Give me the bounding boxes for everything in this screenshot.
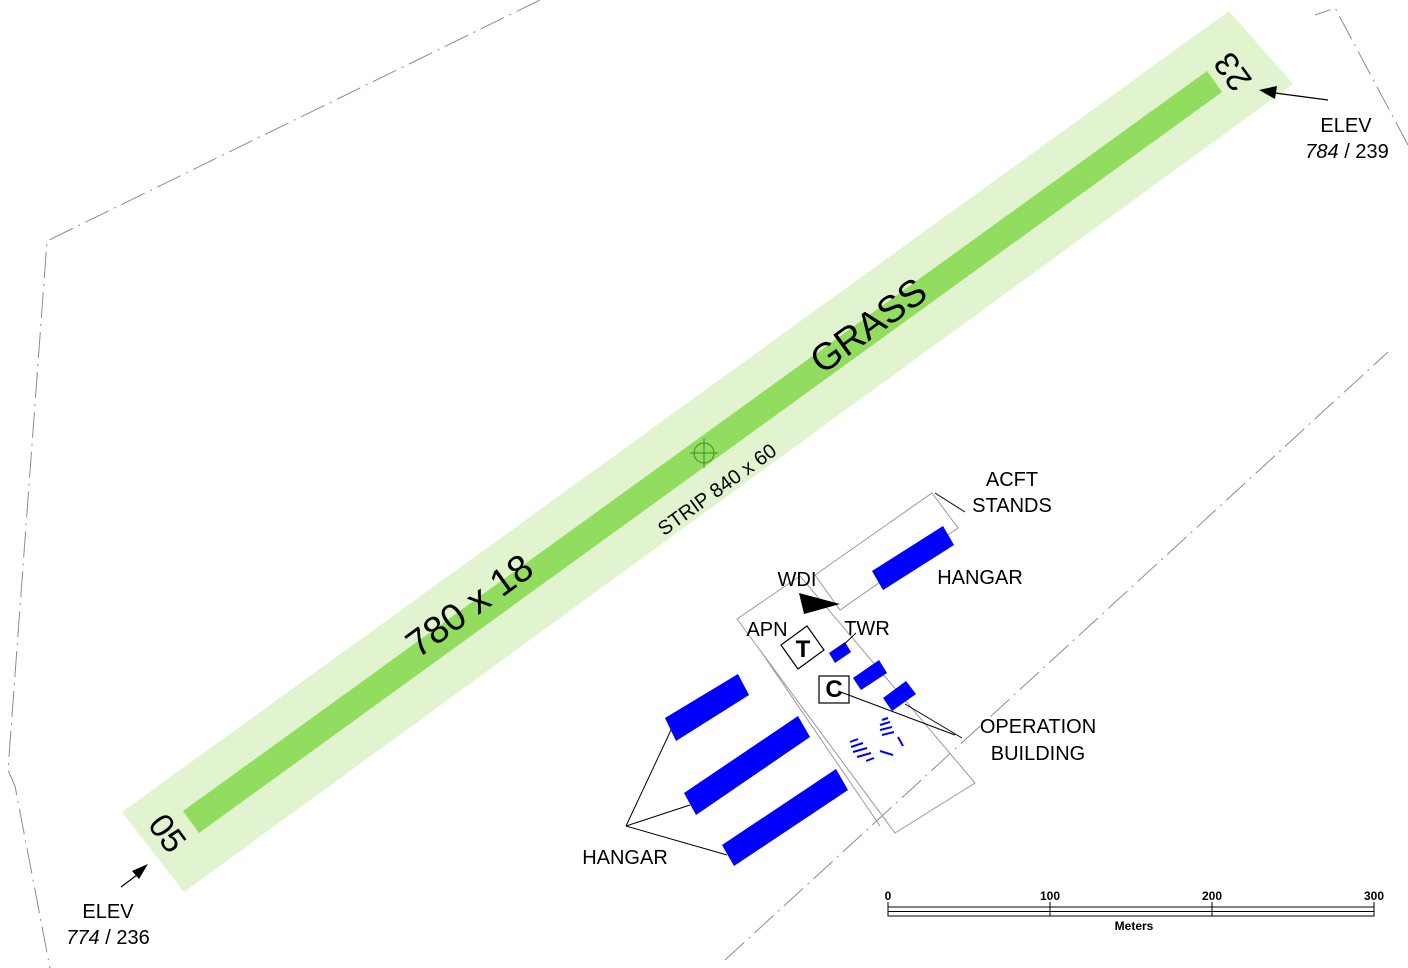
runway [183, 71, 1222, 833]
boundary-line-se [724, 351, 1389, 961]
acft-stands-label-2: STANDS [972, 495, 1052, 517]
operation-building-1 [853, 660, 887, 690]
hangar-ne [872, 526, 954, 590]
elevation-ne-m: 239 [1355, 141, 1388, 163]
operation-leader-1 [837, 690, 956, 736]
aerodrome-boundary [7, 0, 1408, 968]
hangar-sw-3 [722, 769, 848, 866]
apron-outline [736, 575, 976, 834]
elevation-ne-arrow-line [1274, 92, 1329, 101]
t-symbol-letter: T [796, 636, 811, 663]
elevation-sw-label: ELEV [82, 901, 134, 923]
hangar-leader-3 [625, 825, 728, 856]
operation-building-2 [883, 681, 916, 711]
hangar-leader-2 [625, 804, 691, 827]
operation-building-label-2: BUILDING [991, 743, 1085, 765]
scale-tick-100: 100 [1040, 889, 1060, 903]
hangar-ne-label: HANGAR [937, 567, 1023, 589]
c-symbol-letter: C [825, 676, 842, 703]
elevation-ne-ft: 784 [1305, 141, 1338, 163]
c-symbol: C [818, 675, 850, 704]
elevation-sw-value: 774 / 236 [66, 927, 149, 949]
elevation-sw: ELEV 774 / 236 [66, 864, 150, 949]
hangar-sw-1 [665, 674, 749, 741]
parking-symbols [849, 717, 904, 762]
elevation-ne-arrowhead [1259, 86, 1277, 99]
aerodrome-reference-point [690, 438, 718, 468]
scale-tick-200: 200 [1202, 889, 1222, 903]
elevation-ne-sep: / [1339, 141, 1356, 163]
elevation-sw-arrow-line [120, 874, 138, 888]
leader-lines [625, 492, 966, 856]
acft-stands-outline [814, 492, 959, 611]
elevation-sw-arrowhead [132, 864, 148, 879]
parking-hatch-1 [879, 717, 904, 747]
twr-label: TWR [844, 618, 890, 640]
t-symbol: T [780, 625, 825, 670]
elevation-sw-m: 236 [116, 927, 149, 949]
parking-hatch-2 [849, 738, 894, 762]
scale-tick-300: 300 [1364, 889, 1384, 903]
elevation-ne-label: ELEV [1320, 115, 1372, 137]
wdi-label: WDI [778, 569, 817, 591]
hangar-sw-2 [684, 716, 810, 815]
hangar-sw-label: HANGAR [582, 847, 668, 869]
twr-leader [837, 632, 857, 651]
boundary-line-nw [1314, 7, 1408, 146]
boundary-line-w [7, 0, 541, 968]
wdi-symbol [799, 593, 840, 614]
scale-tick-0: 0 [885, 889, 892, 903]
hangar-leader-1 [625, 729, 672, 827]
elevation-ne-value: 784 / 239 [1305, 141, 1388, 163]
apn-label: APN [746, 619, 787, 641]
apron-outlines [736, 492, 976, 834]
acft-stands-leader [934, 492, 966, 513]
acft-stands-label-1: ACFT [986, 469, 1038, 491]
scale-unit: Meters [1115, 919, 1154, 933]
operation-leader-2 [904, 703, 963, 739]
elevation-ne: ELEV 784 / 239 [1259, 86, 1389, 163]
operation-building-label-1: OPERATION [980, 716, 1096, 738]
apron-taxi-lane [759, 649, 881, 827]
buildings [665, 526, 954, 866]
elevation-sw-ft: 774 [66, 927, 99, 949]
tower-building [829, 642, 851, 663]
elevation-sw-sep: / [100, 927, 117, 949]
scale-bar: 0 100 200 300 Meters [885, 889, 1385, 933]
